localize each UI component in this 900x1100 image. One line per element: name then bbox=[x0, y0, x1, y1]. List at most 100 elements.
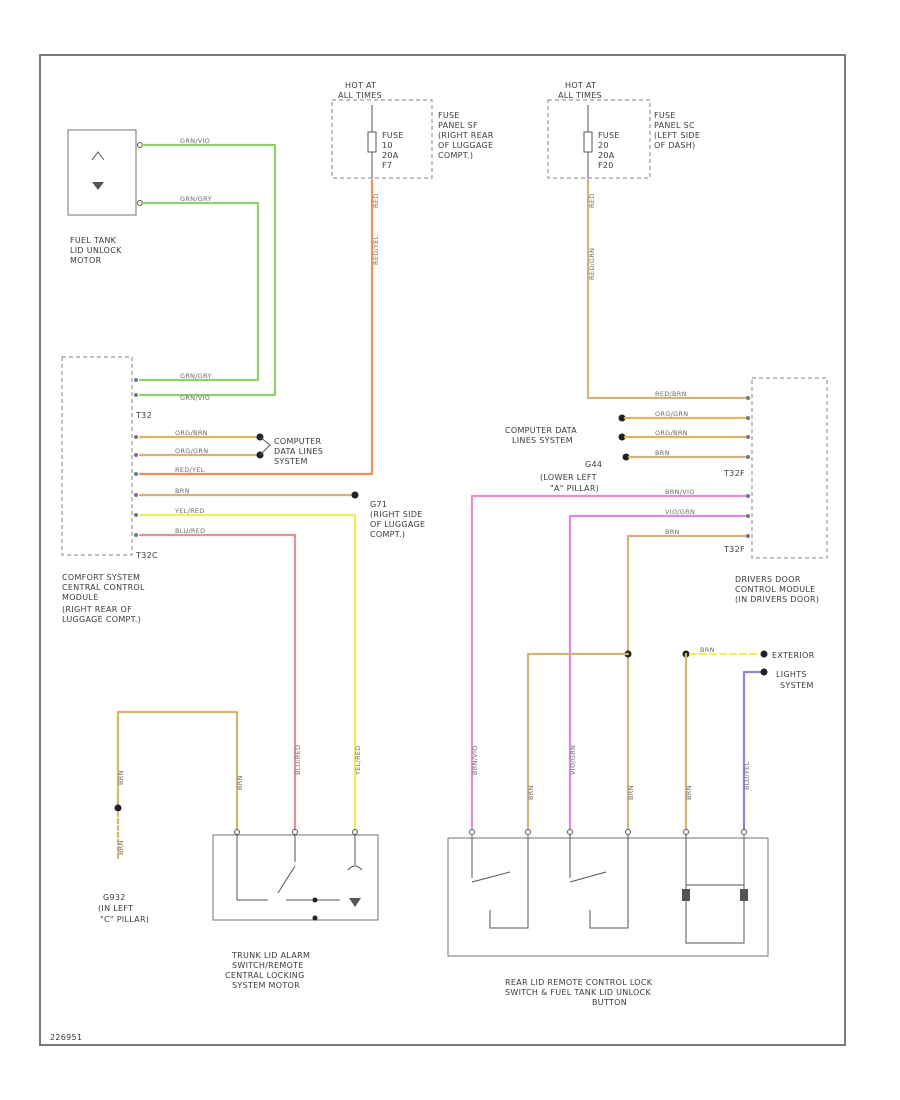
ddcm-line1: DRIVERS DOOR bbox=[735, 575, 801, 584]
led-icon bbox=[740, 889, 748, 901]
cdl-left-line2: DATA LINES bbox=[274, 447, 323, 456]
splice-dot bbox=[618, 433, 626, 441]
rear-lamp-block bbox=[685, 884, 745, 944]
trunk-pin-3 bbox=[352, 829, 358, 835]
wire-label-brn-right: BRN bbox=[655, 449, 670, 457]
wire-label-brn-g: BRN bbox=[117, 840, 125, 855]
connector-t32c: T32C bbox=[135, 551, 158, 560]
wire-label-grn-vio-bottom: GRN/VIO bbox=[180, 394, 210, 402]
data-lines-bracket-left bbox=[259, 436, 271, 456]
ddcm-line3: (IN DRIVERS DOOR) bbox=[735, 595, 819, 604]
fuse-panel-1-line3: (RIGHT REAR bbox=[438, 131, 494, 140]
wire-brn-branch bbox=[526, 652, 630, 832]
wire-label-red-grn-vertical: RED/GRN bbox=[588, 248, 596, 280]
wire-label-brn-vio: BRN/VIO bbox=[665, 488, 695, 496]
ground-g932-line2: (IN LEFT bbox=[98, 904, 133, 913]
wire-label-brn-ext: BRN bbox=[700, 646, 715, 654]
fuse-panel-2-line4: OF DASH) bbox=[654, 141, 696, 150]
fuse-panel-outline-2 bbox=[547, 99, 651, 179]
rear-pin-6 bbox=[741, 829, 747, 835]
fuse-panel-1-line5: COMPT.) bbox=[438, 151, 473, 160]
hot-at-times-label-1: ALL TIMES bbox=[338, 91, 382, 100]
trunk-internal-1 bbox=[236, 835, 268, 901]
switch-contact-icon bbox=[277, 865, 296, 894]
comfort-line1: COMFORT SYSTEM bbox=[62, 573, 140, 582]
ground-g44-line2: (LOWER LEFT bbox=[540, 473, 597, 482]
comfort-line2: CENTRAL CONTROL bbox=[62, 583, 145, 592]
connector-t32f: T32F bbox=[723, 469, 745, 478]
pin-dot bbox=[134, 378, 138, 382]
wire-label-org-grn-right: ORG/GRN bbox=[655, 410, 688, 418]
hot-at-label-2: HOT AT bbox=[565, 81, 596, 90]
pin-dot bbox=[134, 453, 138, 457]
trunk-internal-node bbox=[312, 897, 318, 903]
drivers-door-control-module: T32F T32F DRIVERS DOOR CONTROL MODULE (I… bbox=[723, 377, 828, 604]
wire-label-red-top-1: RED bbox=[372, 193, 380, 208]
diagram-frame bbox=[39, 54, 846, 1046]
trunk-line4: SYSTEM MOTOR bbox=[232, 981, 300, 990]
pin-dot bbox=[746, 396, 750, 400]
fuse-panel-outline-1 bbox=[331, 99, 433, 179]
wire-blu-red bbox=[138, 533, 297, 832]
trunk-pin-2 bbox=[292, 829, 298, 835]
cdl-right-line1: COMPUTER DATA bbox=[505, 426, 577, 435]
pin-dot bbox=[746, 455, 750, 459]
trunk-internal-node-2 bbox=[312, 915, 318, 921]
fuel-motor-box bbox=[67, 129, 137, 216]
ddcm-line2: CONTROL MODULE bbox=[735, 585, 816, 594]
comfort-pins bbox=[134, 378, 138, 537]
wire-label-brn-d: BRN bbox=[627, 785, 635, 800]
comfort-control-module: T32 T32C COMFORT SYSTEM CENTRAL CONTROL … bbox=[61, 356, 158, 624]
pin-dot bbox=[134, 533, 138, 537]
pin-dot bbox=[746, 416, 750, 420]
fuse-block-1: HOT AT ALL TIMES FUSE 10 20A F7 FUSE PAN… bbox=[331, 81, 494, 179]
pin-dot bbox=[134, 393, 138, 397]
fuse-2-number: 20 bbox=[598, 141, 609, 150]
switch-contact-icon bbox=[471, 871, 511, 883]
pin-dot bbox=[134, 435, 138, 439]
wire-brn-right-2 bbox=[626, 534, 747, 832]
ext-lights-line1: EXTERIOR bbox=[772, 651, 815, 660]
fuse-panel-1-line1: FUSE bbox=[438, 111, 460, 120]
ground-dot bbox=[351, 491, 359, 499]
fuse-1-label: FUSE bbox=[382, 131, 404, 140]
wire-label-brn-right-2: BRN bbox=[665, 528, 680, 536]
wire-label-brn-c: BRN bbox=[527, 785, 535, 800]
fuse-panel-2-line3: (LEFT SIDE bbox=[654, 131, 700, 140]
comfort-line4: (RIGHT REAR OF bbox=[62, 605, 132, 614]
trunk-line3: CENTRAL LOCKING bbox=[225, 971, 305, 980]
trunk-line2: SWITCH/REMOTE bbox=[232, 961, 304, 970]
wire-red-brn bbox=[586, 178, 747, 400]
wire-red-yel bbox=[138, 178, 374, 476]
trunk-line1: TRUNK LID ALARM bbox=[231, 951, 310, 960]
fuse-2-position: F20 bbox=[598, 161, 614, 170]
connector-t32f-b: T32F bbox=[723, 545, 745, 554]
cdl-left-line3: SYSTEM bbox=[274, 457, 308, 466]
fuse-2-label: FUSE bbox=[598, 131, 620, 140]
wire-label-blu-yel: BLU/YEL bbox=[743, 761, 751, 790]
wire-label-brn-left: BRN bbox=[175, 487, 190, 495]
ground-g71-line4: COMPT.) bbox=[370, 530, 405, 539]
rear-internal-2 bbox=[489, 835, 529, 929]
ground-g44-line1: G44 bbox=[585, 460, 602, 469]
rear-line2: SWITCH & FUEL TANK LID UNLOCK bbox=[505, 988, 652, 997]
wire-label-red-yel: RED/YEL bbox=[175, 466, 205, 474]
wire-label-brn-vio-vertical: BRN/VIO bbox=[471, 745, 479, 775]
cdl-left-line1: COMPUTER bbox=[274, 437, 322, 446]
connector-dot bbox=[760, 668, 768, 676]
fuse-1-position: F7 bbox=[382, 161, 392, 170]
wire-label-yel-red: YEL/RED bbox=[174, 507, 205, 515]
rear-pin-5 bbox=[683, 829, 689, 835]
hot-at-times-label-2: ALL TIMES bbox=[558, 91, 602, 100]
connector-dot bbox=[760, 650, 768, 658]
fuse-block-2: HOT AT ALL TIMES FUSE 20 20A F20 FUSE PA… bbox=[547, 81, 700, 179]
wire-label-vio-grn-vertical: VIO/GRN bbox=[569, 745, 577, 775]
rear-line3: BUTTON bbox=[592, 998, 627, 1007]
ground-g71-line1: G71 bbox=[370, 500, 387, 509]
cdl-right-line2: LINES SYSTEM bbox=[512, 436, 573, 445]
rear-internal-4 bbox=[589, 835, 629, 929]
wire-label-blu-red: BLU/RED bbox=[175, 527, 205, 535]
rear-pin-3 bbox=[567, 829, 573, 835]
wire-label-red-top-2: RED bbox=[588, 193, 596, 208]
